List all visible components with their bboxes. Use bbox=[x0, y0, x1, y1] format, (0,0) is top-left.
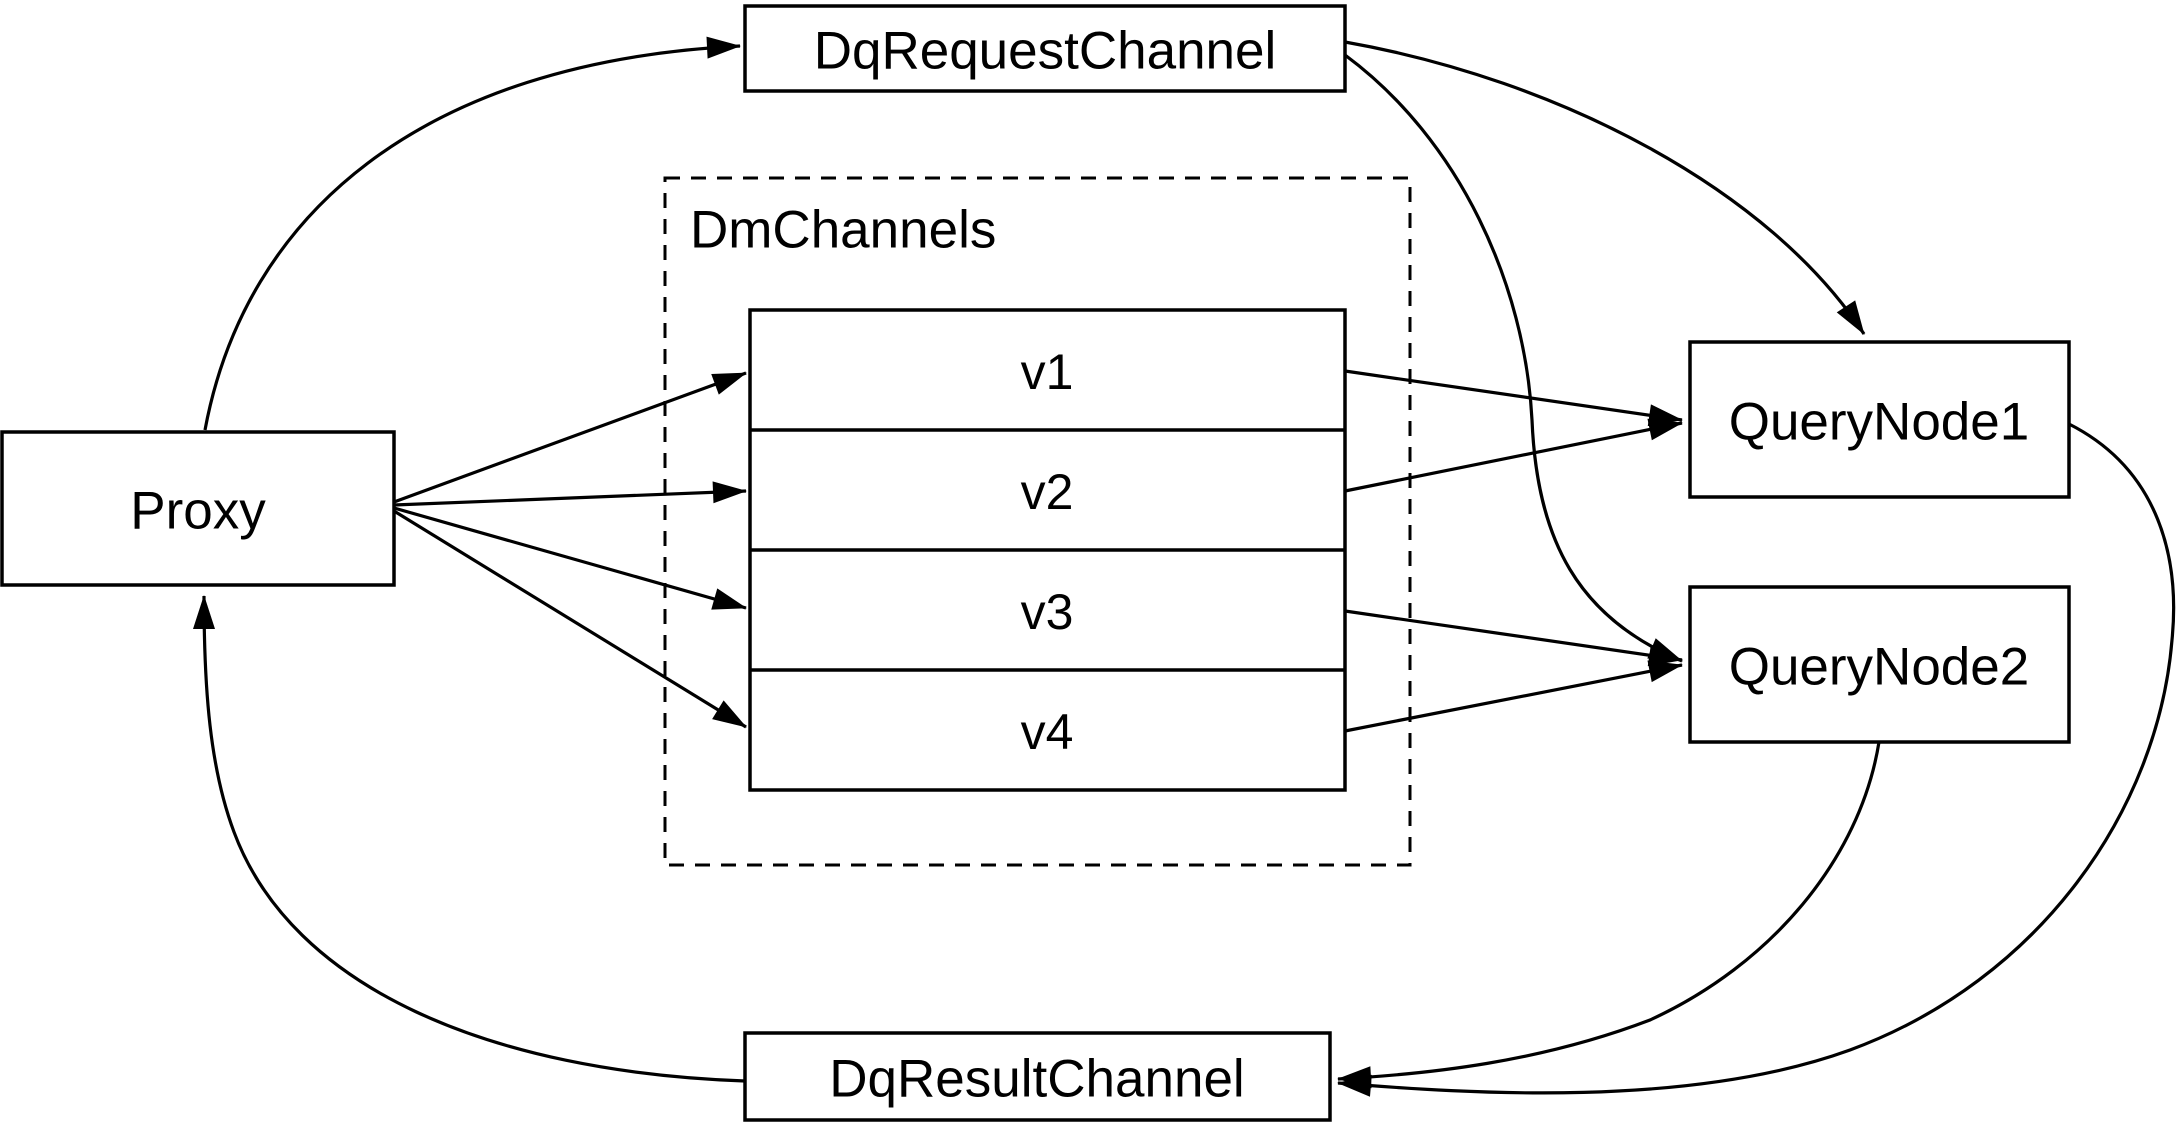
querynode2-box bbox=[1688, 585, 2071, 744]
edge-proxy-to-v1 bbox=[393, 371, 747, 504]
edges bbox=[193, 36, 2176, 1097]
edge-v4-to-querynode2 bbox=[1344, 660, 1683, 733]
group-dmchannels: DmChannels v1 v2 v3 v4 bbox=[663, 176, 1412, 867]
edge-proxy-to-v4 bbox=[393, 509, 747, 729]
edge-dqresultchannel-to-proxy bbox=[193, 595, 746, 1083]
edge-dqrequestchannel-to-querynode1 bbox=[1344, 40, 1866, 335]
querynode1-label: QueryNode1 bbox=[1729, 393, 2030, 452]
edge-proxy-to-v3 bbox=[393, 506, 747, 610]
edge-querynode1-to-dqresultchannel bbox=[1337, 422, 2176, 1097]
node-dqresultchannel: DqResultChannel bbox=[743, 1031, 1332, 1122]
edge-v2-to-querynode1 bbox=[1344, 418, 1683, 493]
edge-proxy-to-dqrequestchannel bbox=[203, 36, 741, 431]
dqresultchannel-box bbox=[743, 1031, 1332, 1122]
channel-v3-label: v3 bbox=[1021, 584, 1074, 640]
proxy-label: Proxy bbox=[130, 482, 266, 541]
dmchannels-group-label: DmChannels bbox=[690, 201, 996, 260]
edge-v3-to-querynode2 bbox=[1344, 609, 1683, 667]
edge-dqrequestchannel-to-querynode2 bbox=[1344, 53, 1683, 663]
proxy-box bbox=[0, 430, 396, 587]
querynode2-label: QueryNode2 bbox=[1729, 638, 2030, 697]
channel-v2-label: v2 bbox=[1021, 464, 1074, 520]
node-querynode2: QueryNode2 bbox=[1688, 585, 2071, 744]
dqresultchannel-label: DqResultChannel bbox=[829, 1050, 1244, 1109]
edge-v1-to-querynode1 bbox=[1344, 369, 1683, 427]
channel-v1-label: v1 bbox=[1021, 344, 1074, 400]
node-proxy: Proxy bbox=[0, 430, 396, 587]
node-querynode1: QueryNode1 bbox=[1688, 340, 2071, 499]
dmchannels-dashed-box bbox=[663, 176, 1412, 867]
dqrequestchannel-label: DqRequestChannel bbox=[814, 22, 1277, 81]
edge-proxy-to-v2 bbox=[393, 481, 747, 507]
node-dqrequestchannel: DqRequestChannel bbox=[743, 4, 1347, 93]
dqrequestchannel-box bbox=[743, 4, 1347, 93]
edge-querynode2-to-dqresultchannel bbox=[1337, 741, 1881, 1089]
channel-v4-label: v4 bbox=[1021, 704, 1074, 760]
querynode1-box bbox=[1688, 340, 2071, 499]
